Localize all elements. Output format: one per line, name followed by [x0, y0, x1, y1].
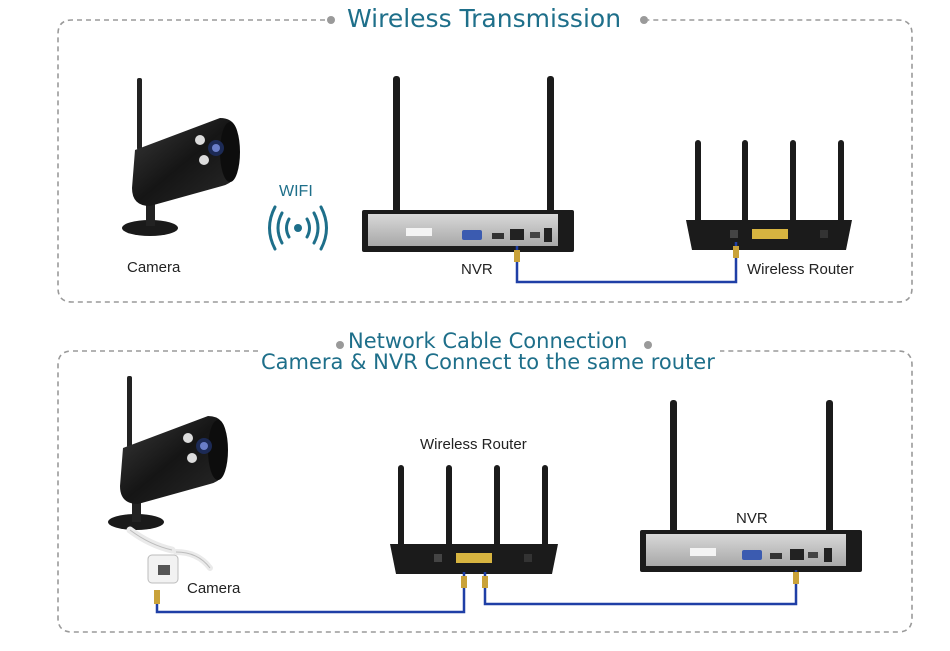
section1-title-dot-left — [327, 16, 335, 24]
section1-camera-label: Camera — [127, 259, 181, 276]
section2-frame — [57, 350, 913, 633]
section2-title-line2: Camera & NVR Connect to the same router — [261, 350, 715, 374]
section2-camera-label: Camera — [187, 580, 241, 597]
section2-title-line1: Network Cable Connection — [348, 329, 628, 353]
cable-router-nvr — [482, 570, 799, 606]
camera2-icon — [108, 376, 228, 530]
cable-nvr-router — [514, 242, 739, 284]
wifi-icon — [268, 205, 328, 251]
section1-title-dot-right — [640, 16, 648, 24]
camera-icon — [122, 78, 240, 236]
cable-camera-router — [154, 572, 467, 614]
router2-device-icon — [390, 465, 558, 574]
nvr2-device-icon — [640, 400, 862, 572]
nvr-device-icon — [362, 76, 574, 252]
section2-title-dot-right — [644, 341, 652, 349]
router-device-icon — [686, 140, 852, 250]
section2-router-label: Wireless Router — [420, 436, 527, 453]
section2-title-dot-left — [336, 341, 344, 349]
section1-frame — [57, 19, 913, 303]
poe-splitter-icon — [126, 526, 213, 584]
section1-nvr-label: NVR — [461, 261, 493, 278]
section1-title: Wireless Transmission — [347, 4, 622, 33]
section1-router-label: Wireless Router — [747, 261, 854, 278]
section2-nvr-label: NVR — [736, 510, 768, 527]
wifi-label: WIFI — [279, 183, 313, 200]
